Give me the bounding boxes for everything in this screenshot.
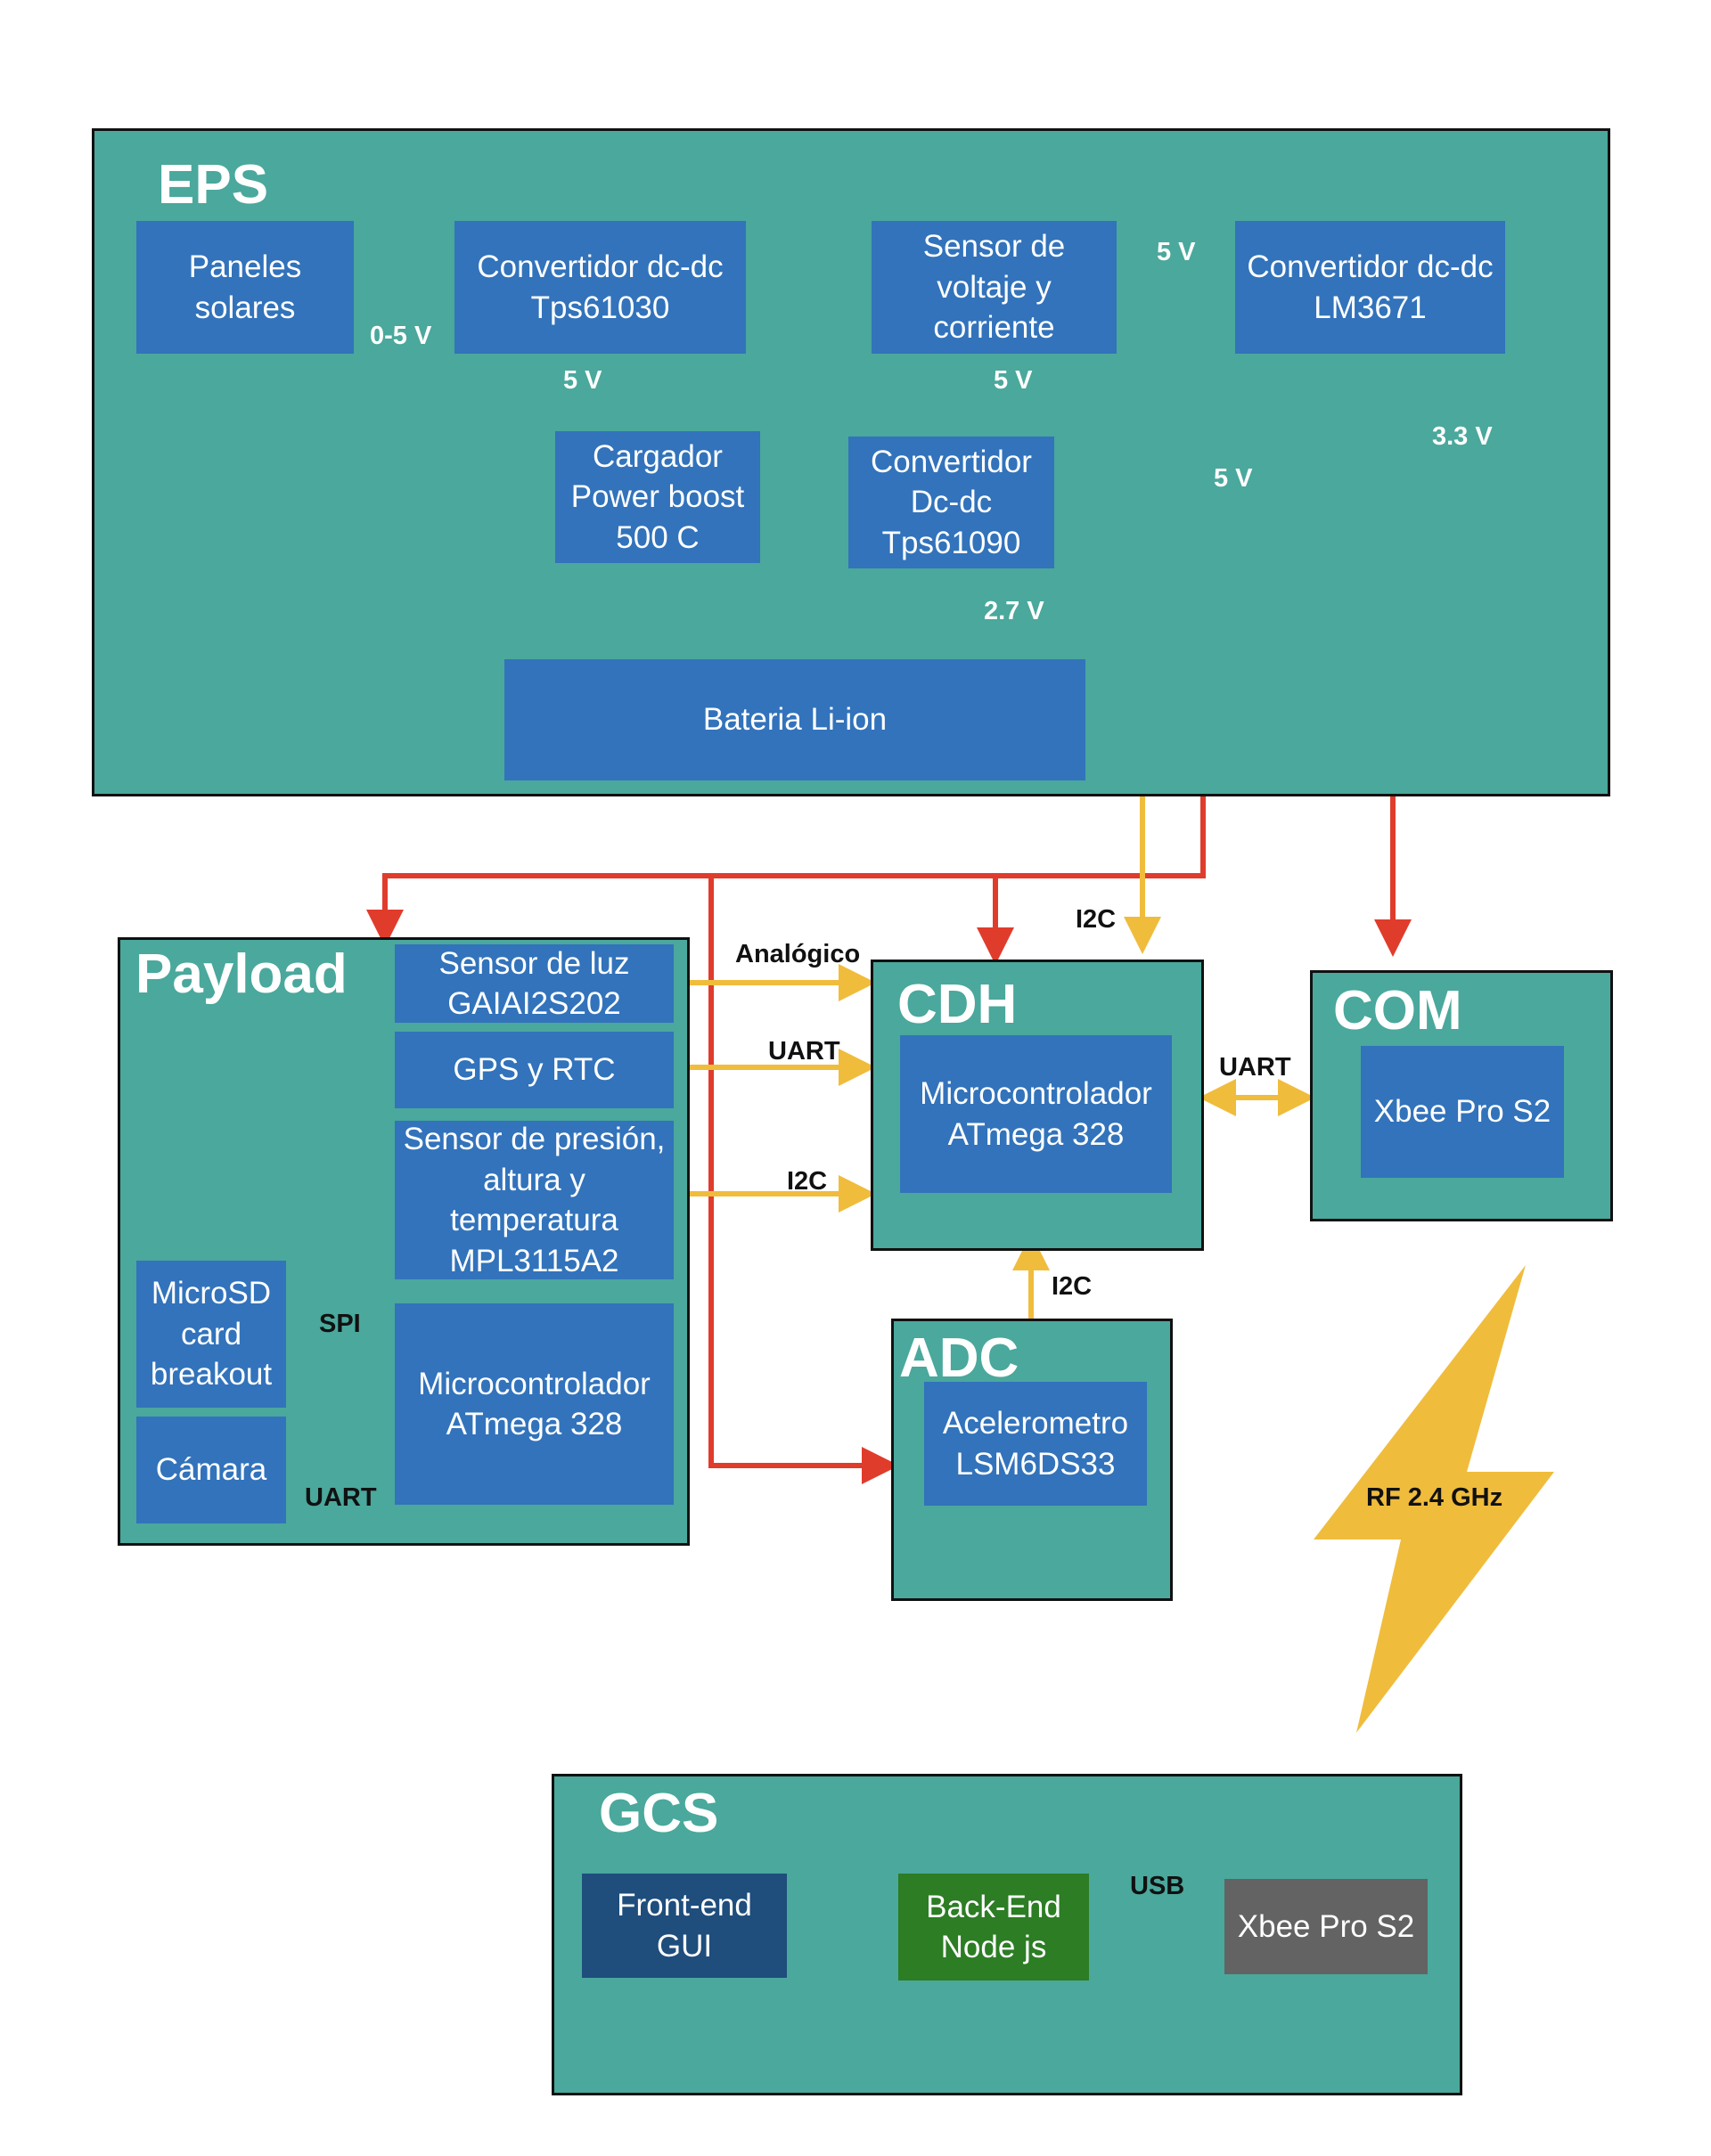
- label-uart-com: UART: [1219, 1053, 1291, 1082]
- rf-label: RF 2.4 GHz: [1366, 1483, 1503, 1512]
- power-bus-to-adc: [708, 876, 899, 1484]
- label-i2c-presion: I2C: [787, 1167, 828, 1196]
- label-5v-tps61090: 5 V: [994, 366, 1033, 395]
- label-spi: SPI: [319, 1310, 361, 1338]
- payload-micro-block: Microcontrolador ATmega 328: [395, 1303, 674, 1505]
- label-uart-camara: UART: [305, 1483, 377, 1512]
- convertidor-lm3671-block: Convertidor dc-dc LM3671: [1235, 221, 1505, 354]
- acelerometro-block: Acelerometro LSM6DS33: [924, 1382, 1147, 1506]
- sensor-voltaje-block: Sensor de voltaje y corriente: [872, 221, 1117, 354]
- label-5v-bus: 5 V: [1214, 464, 1253, 493]
- com-title: COM: [1333, 980, 1462, 1041]
- label-uart-gps: UART: [768, 1037, 840, 1066]
- adc-title: ADC: [899, 1327, 1019, 1389]
- cdh-micro-block: Microcontrolador ATmega 328: [900, 1035, 1172, 1193]
- back-end-block: Back-End Node js: [898, 1874, 1089, 1980]
- cdh-title: CDH: [897, 974, 1018, 1035]
- gcs-xbee-block: Xbee Pro S2: [1224, 1879, 1428, 1974]
- convertidor-tps61090-block: Convertidor Dc-dc Tps61090: [848, 437, 1054, 568]
- label-i2c-adc: I2C: [1052, 1272, 1093, 1301]
- sensor-presion-block: Sensor de presión, altura y temperatura …: [395, 1121, 674, 1279]
- gcs-title: GCS: [599, 1783, 719, 1844]
- gps-rtc-block: GPS y RTC: [395, 1032, 674, 1108]
- sensor-luz-block: Sensor de luz GAIAI2S202: [395, 944, 674, 1023]
- cargador-block: Cargador Power boost 500 C: [555, 431, 760, 563]
- com-xbee-block: Xbee Pro S2: [1361, 1046, 1564, 1178]
- label-5v-tps61030: 5 V: [563, 366, 602, 395]
- label-5v-sensor: 5 V: [1157, 238, 1196, 266]
- camara-block: Cámara: [136, 1417, 286, 1523]
- label-2-7v: 2.7 V: [984, 597, 1044, 625]
- label-usb: USB: [1130, 1872, 1185, 1900]
- payload-title: Payload: [135, 943, 348, 1005]
- bateria-block: Bateria Li-ion: [504, 659, 1085, 780]
- front-end-block: Front-end GUI: [582, 1874, 787, 1978]
- label-analogico: Analógico: [735, 940, 861, 968]
- lightning-bolt-icon: [1314, 1265, 1554, 1733]
- microsd-block: MicroSD card breakout: [136, 1261, 286, 1408]
- label-0-5v: 0-5 V: [370, 322, 432, 350]
- convertidor-tps61030-block: Convertidor dc-dc Tps61030: [454, 221, 746, 354]
- paneles-solares-block: Paneles solares: [136, 221, 354, 354]
- label-i2c-sensor: I2C: [1076, 905, 1117, 934]
- eps-title: EPS: [158, 154, 269, 216]
- label-3-3v: 3.3 V: [1432, 422, 1493, 451]
